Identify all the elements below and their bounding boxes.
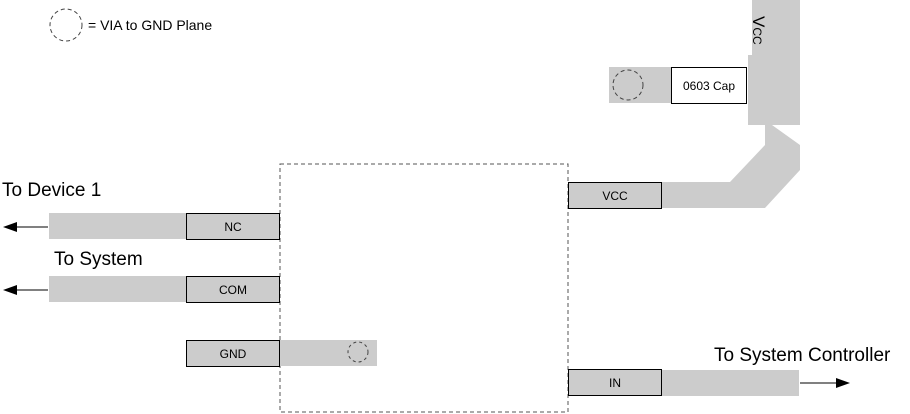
pin-vcc: VCC [568,182,662,209]
ic-package-outline [279,163,569,413]
gnd-trace [280,340,377,366]
pin-com: COM [186,276,280,303]
vcc-supply-trace-bar [748,55,800,125]
gnd-via-icon [347,341,369,363]
pin-nc-label: NC [224,219,242,234]
vcc-supply-label: VCC [748,16,768,45]
legend-via-icon [49,8,83,42]
pin-gnd: GND [186,340,280,367]
to-system-controller-label: To System Controller [714,345,891,366]
nc-trace [49,213,186,239]
vcc-supply-trace [662,0,800,208]
in-arrow-head [836,378,850,388]
com-arrow-head [3,285,17,295]
pin-in-label: IN [609,375,621,390]
com-trace [49,276,186,302]
capacitor-label: 0603 Cap [682,78,736,93]
legend-text: = VIA to GND Plane [88,17,213,33]
pin-in: IN [568,369,662,396]
to-system-label: To System [54,249,143,270]
to-device-1-label: To Device 1 [2,180,102,201]
pin-gnd-label: GND [219,346,247,361]
nc-arrow-head [3,222,17,232]
capacitor-pad-trace [609,67,671,103]
capacitor-via-icon [612,69,644,101]
vcc-supply-label-sub: CC [750,27,764,45]
vcc-supply-label-main: V [749,16,768,28]
pin-vcc-label: VCC [602,188,628,203]
pin-nc: NC [186,213,280,240]
capacitor-0603: 0603 Cap [671,67,747,104]
pin-com-label: COM [219,282,247,297]
in-trace [662,370,799,396]
